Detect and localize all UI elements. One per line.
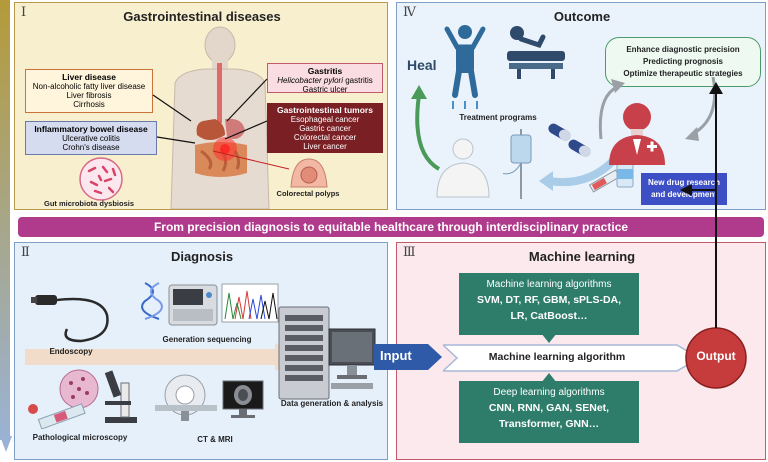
ct-scanner-icon — [155, 374, 217, 421]
sequencer-icon — [168, 284, 218, 326]
doctor-icon — [609, 103, 665, 165]
center-label: Machine learning algorithm — [488, 351, 626, 363]
mri-monitor-icon — [222, 380, 264, 418]
polyps-label: Colorectal polyps — [276, 189, 340, 198]
panel-title: Machine learning — [528, 249, 636, 264]
input-label: Input — [380, 348, 412, 363]
disease-connectors — [152, 78, 268, 144]
ml-algorithms-line2: LR, CatBoost… — [510, 310, 588, 322]
panel-title: Gastrointestinal diseases — [123, 9, 281, 24]
panel-title: Outcome — [553, 9, 611, 24]
input-arrow — [374, 344, 442, 370]
liver-disease-box: Liver disease Non-alcoholic fatty liver … — [25, 69, 153, 113]
heal-label: Heal — [407, 57, 437, 73]
panel-title: Diagnosis — [170, 249, 234, 264]
datagen-label: Data generation & analysis — [280, 399, 384, 408]
ctmri-label: CT & MRI — [197, 435, 233, 444]
dl-algorithms-box: Deep learning algorithms CNN, RNN, GAN, … — [459, 381, 639, 443]
output-label: Output — [696, 349, 736, 363]
dna-icon — [141, 282, 163, 320]
center-arrow — [443, 344, 701, 372]
dl-algorithms-title: Deep learning algorithms — [493, 387, 605, 398]
computer-icon — [328, 328, 376, 389]
output-to-outcomes — [709, 82, 723, 328]
microbiota-label: Gut microbiota dysbiosis — [43, 199, 134, 208]
bacteria-icon — [79, 157, 123, 201]
server-icon — [278, 306, 330, 400]
outcomes-box: Enhance diagnostic precision Predicting … — [605, 37, 761, 87]
endoscopy-label: Endoscopy — [49, 347, 93, 356]
treatment-label: Treatment programs — [459, 113, 537, 122]
panel-diagnosis: Ⅱ Diagnosis Endoscopy Generation sequenc… — [14, 242, 388, 460]
iv-drip-icon — [503, 129, 532, 199]
ml-algorithms-title: Machine learning algorithms — [486, 279, 612, 290]
dl-algorithms-line2: Transformer, GNN… — [498, 418, 600, 430]
panel-numeral: Ⅳ — [403, 5, 416, 20]
ml-algorithms-line1: SVM, DT, RF, GBM, sPLS-DA, — [476, 294, 622, 306]
treatment-arrow — [539, 158, 616, 191]
panel-gastrointestinal-diseases: I Gastrointestinal diseases Liver diseas… — [14, 2, 388, 210]
lying-patient-icon — [436, 138, 490, 198]
gastritis-box: Gastritis Helicobacter pylori gastritis … — [267, 63, 383, 94]
human-body-icon — [170, 26, 270, 209]
pill-icon — [548, 123, 591, 157]
ibd-box: Inflammatory bowel disease Ulcerative co… — [25, 121, 157, 155]
polyp-icon — [290, 158, 328, 188]
left-arrow-tip — [0, 436, 12, 452]
panel-numeral: Ⅲ — [403, 245, 416, 260]
left-gradient-bar — [0, 0, 10, 440]
cycle-arrows — [598, 76, 717, 141]
ml-algorithms-box: Machine learning algorithms SVM, DT, RF,… — [459, 273, 639, 335]
sequencing-label: Generation sequencing — [162, 335, 252, 344]
to-center-arrows — [541, 333, 557, 383]
dl-algorithms-line1: CNN, RNN, GAN, SENet, — [488, 402, 610, 414]
polyp-connector — [212, 150, 290, 170]
slide-icon — [28, 403, 86, 429]
panel-numeral: I — [21, 5, 27, 20]
banner-text: From precision diagnosis to equitable he… — [153, 220, 629, 234]
heal-curve-arrow — [411, 85, 441, 171]
patient-bed-icon — [507, 26, 565, 79]
microscope-icon — [104, 370, 137, 423]
tumors-box: Gastrointestinal tumors Esophageal cance… — [267, 103, 383, 153]
banner: From precision diagnosis to equitable he… — [18, 217, 764, 237]
panel-numeral: Ⅱ — [21, 245, 30, 260]
jumping-person-icon — [444, 25, 486, 109]
chromatogram-icon — [221, 283, 279, 323]
endoscope-icon — [31, 295, 109, 343]
microscopy-label: Pathological microscopy — [32, 433, 128, 442]
